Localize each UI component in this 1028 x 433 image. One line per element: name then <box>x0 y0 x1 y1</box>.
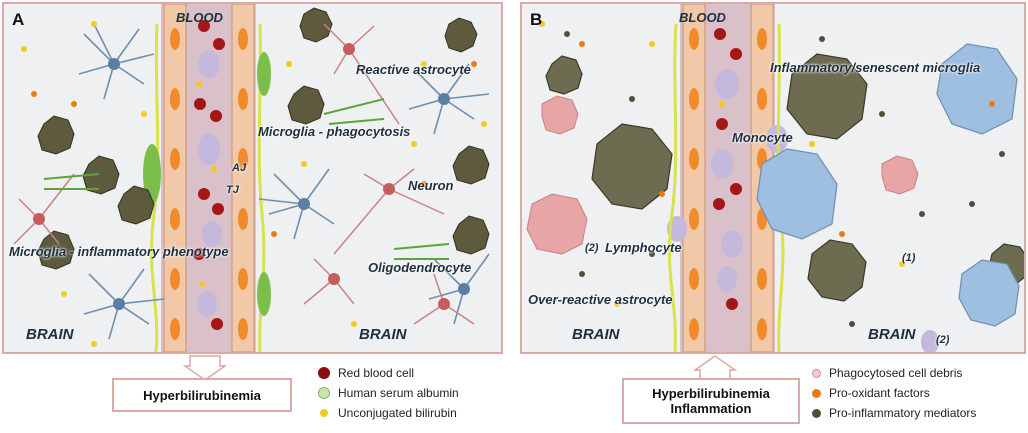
marker-2: (2) <box>936 334 950 346</box>
over-reactive-astrocytes <box>756 43 1020 327</box>
panel-b: B BLOOD Inflammatory/senescent microglia… <box>520 2 1026 354</box>
neuron-label: Neuron <box>408 178 454 193</box>
inflammatory-microglia-label: Inflammatory/senescent microglia <box>770 60 981 75</box>
legend-item-albumin: Human serum albumin <box>318 386 459 400</box>
over-reactive-astrocyte-label: Over-reactive astrocyte <box>528 292 673 307</box>
condition-b-line2: Inflammation <box>670 401 752 416</box>
bilirubin-particles <box>21 21 487 347</box>
marker-1: (1) <box>902 252 916 264</box>
lymphocyte-marker: (2) <box>585 242 599 254</box>
legend-item-pro-oxidant: Pro-oxidant factors <box>812 386 930 400</box>
condition-a-text: Hyperbilirubinemia <box>143 387 261 403</box>
panel-b-brain-left: BRAIN <box>572 326 620 343</box>
aj-label: AJ <box>232 162 247 174</box>
legend-left: Red blood cell Human serum albumin Uncon… <box>318 366 518 430</box>
legend-right: Phagocytosed cell debris Pro-oxidant fac… <box>812 366 1026 430</box>
legend-item-red-blood-cell: Red blood cell <box>318 366 414 380</box>
albumin-icon <box>318 387 330 399</box>
panel-b-letter: B <box>530 10 543 29</box>
cell-debris-icon <box>812 368 821 378</box>
panel-a: A BLOOD Reactive astrocyte Microglia - p… <box>2 2 503 354</box>
tj-label: TJ <box>226 184 239 196</box>
pro-oxidant-icon <box>812 388 821 398</box>
endothelium-left <box>163 4 187 352</box>
legend-item-bilirubin: Unconjugated bilirubin <box>318 406 457 420</box>
endothelial-nuclei <box>170 28 248 340</box>
panel-b-blood-label: BLOOD <box>679 10 726 25</box>
red-blood-cell-icon <box>318 367 330 379</box>
condition-box-a: Hyperbilirubinemia <box>112 378 292 412</box>
inflammatory-microglia <box>545 53 1024 302</box>
panel-b-brain-right: BRAIN <box>868 326 916 343</box>
microglia-phagocytosis-label: Microglia - phagocytosis <box>258 124 411 139</box>
pro-inflammatory-icon <box>812 408 821 418</box>
condition-box-b: Hyperbilirubinemia Inflammation <box>622 378 800 424</box>
microglia <box>37 7 490 270</box>
panel-a-illustration <box>13 4 490 352</box>
microglia-inflammatory-label: Microglia - inflammatory phenotype <box>9 244 229 259</box>
lymphocyte-label: Lymphocyte <box>605 240 682 255</box>
neurons <box>13 23 475 325</box>
oligodendrocyte-label: Oligodendrocyte <box>368 260 472 275</box>
damaged-neurons <box>526 95 919 255</box>
oligodendrocytes <box>43 98 450 260</box>
panel-a-letter: A <box>12 10 25 29</box>
panel-a-brain-right: BRAIN <box>359 326 407 343</box>
panel-a-brain-left: BRAIN <box>26 326 74 343</box>
astrocyte-endfoot <box>143 144 161 204</box>
pro-oxidant-particles <box>31 61 477 237</box>
monocyte-label: Monocyte <box>732 130 793 145</box>
reactive-astrocyte-label: Reactive astrocyte <box>356 62 471 77</box>
bilirubin-icon <box>320 409 328 417</box>
leukocytes <box>197 50 222 317</box>
panel-b-illustration <box>526 4 1024 352</box>
legend-item-pro-inflammatory: Pro-inflammatory mediators <box>812 406 976 420</box>
panel-a-blood-label: BLOOD <box>176 10 223 25</box>
astrocytes <box>78 23 490 340</box>
condition-b-line1: Hyperbilirubinemia <box>652 386 770 401</box>
endothelium-right <box>231 4 255 352</box>
legend-item-cell-debris: Phagocytosed cell debris <box>812 366 962 380</box>
red-blood-cells <box>193 20 225 330</box>
